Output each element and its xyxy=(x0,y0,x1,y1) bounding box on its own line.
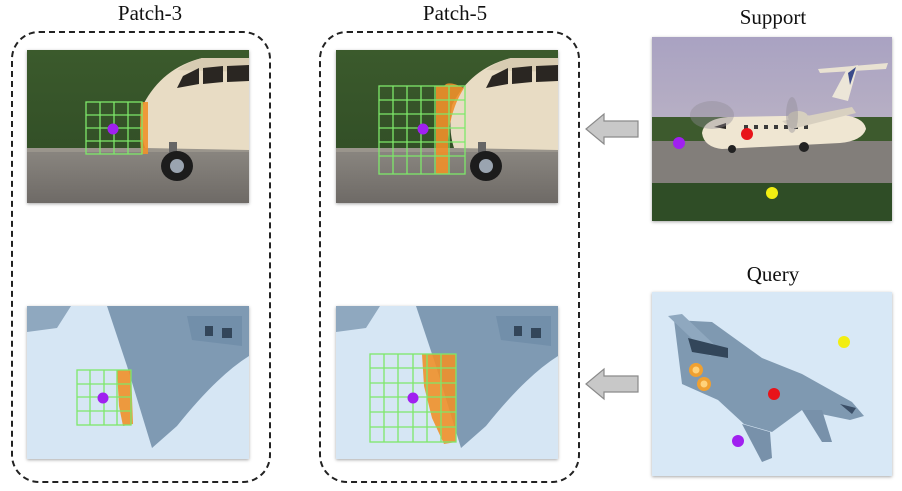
patch3-support-crop xyxy=(27,50,249,203)
patch5-group-box xyxy=(319,31,580,483)
left-arrow-icon xyxy=(584,112,640,146)
patch3-group-box xyxy=(11,31,271,483)
patch5-query-crop xyxy=(336,306,558,459)
patch5-title: Patch-5 xyxy=(422,1,488,25)
patch3-query-crop xyxy=(27,306,249,459)
left-arrow-icon xyxy=(584,367,640,401)
patch5-support-crop xyxy=(336,50,558,203)
support-title: Support xyxy=(739,5,807,29)
query-image xyxy=(652,292,892,476)
support-image xyxy=(652,37,892,221)
patch3-title: Patch-3 xyxy=(117,1,183,25)
query-title: Query xyxy=(746,262,800,286)
